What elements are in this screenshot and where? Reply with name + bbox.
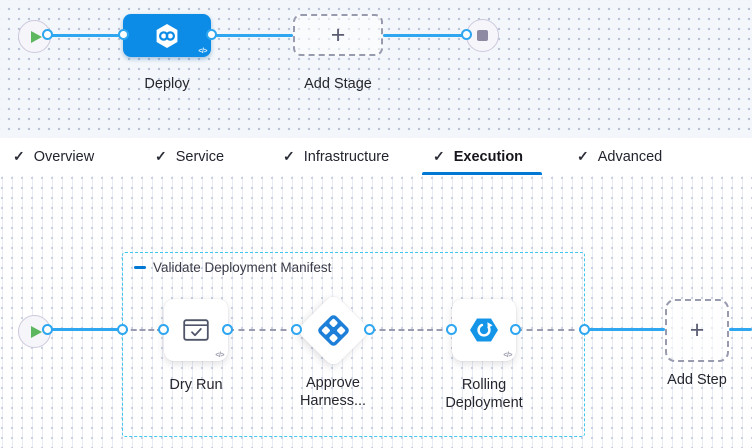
check-icon: ✓ (283, 148, 295, 164)
tab-service[interactable]: ✓ Service (155, 148, 225, 165)
connector-dashed-line (370, 329, 452, 331)
port (461, 29, 472, 40)
connector-line (383, 34, 466, 37)
connector-line (47, 34, 123, 37)
tab-execution[interactable]: ✓ Execution (433, 148, 524, 165)
check-icon: ✓ (433, 148, 445, 164)
port (291, 324, 302, 335)
code-badge: </> (503, 352, 512, 359)
step-node-dry-run[interactable]: </> (164, 299, 228, 361)
code-badge: </> (198, 48, 207, 55)
plus-icon: + (689, 316, 705, 344)
stage-canvas: </> + Deploy Add Stage (0, 0, 752, 138)
step-group-title: Validate Deployment Manifest (153, 260, 332, 275)
port (42, 29, 53, 40)
step-group-box (122, 252, 585, 437)
stage-node-deploy[interactable]: </> (123, 14, 211, 57)
step-label: Dry Run (169, 377, 223, 393)
active-tab-underline (422, 172, 542, 175)
step-label: Approve Harness... (299, 375, 367, 409)
play-icon (31, 30, 42, 43)
step-group-header[interactable]: Validate Deployment Manifest (134, 260, 331, 275)
stage-config-tabbar: ✓ Overview ✓ Service ✓ Infrastructure ✓ … (0, 138, 752, 177)
check-icon: ✓ (155, 148, 167, 164)
port (446, 324, 457, 335)
connector-line (47, 328, 122, 331)
port (117, 324, 128, 335)
check-icon: ✓ (577, 148, 589, 164)
check-icon: ✓ (13, 148, 25, 164)
tab-advanced[interactable]: ✓ Advanced (577, 148, 663, 165)
stop-icon (477, 30, 488, 41)
add-stage-label: Add Stage (304, 76, 372, 92)
dry-run-check-window-icon (183, 319, 209, 341)
connector-dashed-line (122, 329, 163, 331)
connector-line (211, 34, 293, 37)
port (42, 324, 53, 335)
harness-cd-hexagon-icon (156, 23, 178, 48)
play-icon (31, 325, 42, 338)
step-label: Rolling Deployment (445, 377, 523, 411)
tab-overview[interactable]: ✓ Overview (13, 148, 95, 165)
stage-label: Deploy (144, 76, 190, 92)
port (510, 324, 521, 335)
rolling-deployment-hexagon-icon (470, 318, 498, 342)
connector-line (585, 328, 665, 331)
port (118, 29, 129, 40)
port (579, 324, 590, 335)
tab-infrastructure[interactable]: ✓ Infrastructure (283, 148, 390, 165)
execution-canvas: Validate Deployment Manifest (0, 176, 752, 448)
plus-icon: + (330, 20, 346, 49)
pipeline-end-node[interactable] (466, 19, 499, 52)
step-node-rolling-deployment[interactable]: </> (452, 299, 516, 361)
collapse-icon (134, 266, 146, 269)
add-step-button[interactable]: + (665, 299, 729, 362)
port (222, 324, 233, 335)
add-stage-button[interactable]: + (293, 14, 383, 56)
add-step-label: Add Step (667, 372, 727, 388)
port (364, 324, 375, 335)
port (158, 324, 169, 335)
code-badge: </> (215, 352, 224, 359)
connector-dashed-line (516, 329, 585, 331)
connector-dashed-line (228, 329, 297, 331)
connector-line (729, 328, 752, 331)
port (206, 29, 217, 40)
